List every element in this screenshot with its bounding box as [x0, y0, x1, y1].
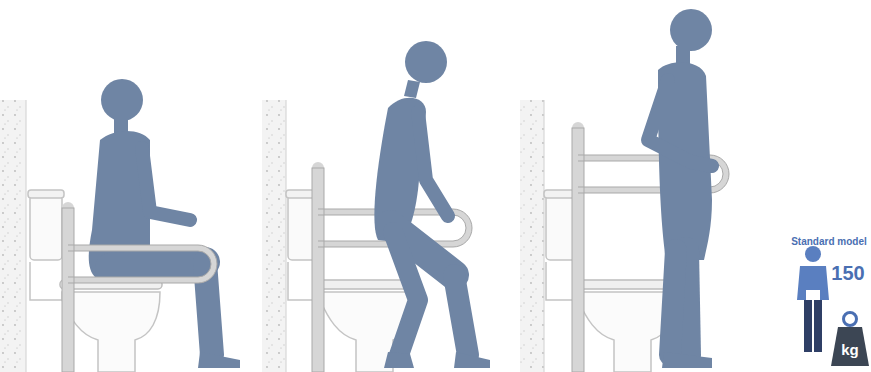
load-value: 150	[831, 263, 864, 283]
standard-model-icon	[797, 246, 869, 366]
model-caption: Standard model	[791, 237, 867, 247]
unit-label: kg	[841, 342, 859, 357]
